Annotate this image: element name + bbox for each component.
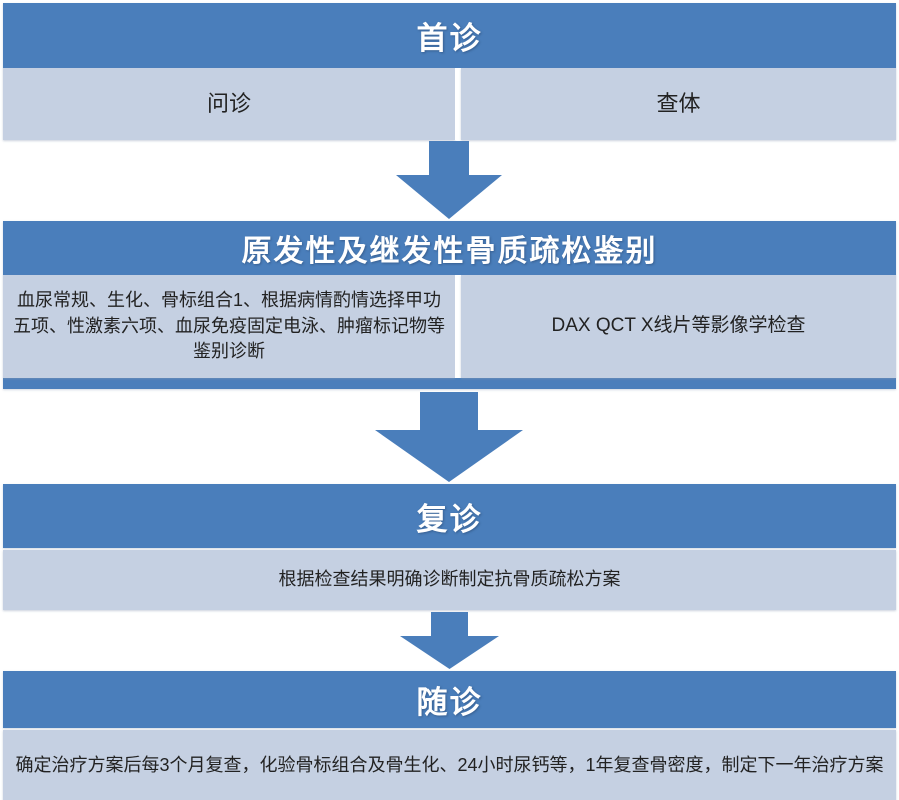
- panel-history-taking: 问诊: [3, 68, 455, 140]
- panel-divider: [455, 68, 461, 140]
- down-arrow-icon: [396, 141, 502, 219]
- panel-lab-tests: 血尿常规、生化、骨标组合1、根据病情酌情选择甲功五项、性激素六项、血尿免疫固定电…: [3, 275, 455, 378]
- panel-divider: [455, 275, 461, 378]
- stage-osteoporosis-differentiation-header: 原发性及继发性骨质疏松鉴别: [3, 221, 896, 275]
- panel-imaging-tests: DAX QCT X线片等影像学检查: [461, 275, 896, 378]
- stage-osteoporosis-differentiation-body: 血尿常规、生化、骨标组合1、根据病情酌情选择甲功五项、性激素六项、血尿免疫固定电…: [3, 275, 896, 378]
- stage-follow-up-visit-header: 复诊: [3, 484, 896, 548]
- stage-first-visit: 首诊 问诊 查体: [3, 3, 896, 140]
- panel-treatment-plan: 根据检查结果明确诊断制定抗骨质疏松方案: [3, 550, 896, 610]
- down-arrow-icon: [375, 392, 523, 482]
- stage-first-visit-body: 问诊 查体: [3, 68, 896, 140]
- stage-first-visit-header: 首诊: [3, 3, 896, 68]
- down-arrow-icon: [400, 612, 499, 669]
- stage-footer-bar: [3, 378, 896, 389]
- panel-monitoring-plan: 确定治疗方案后每3个月复查，化验骨标组合及骨生化、24小时尿钙等，1年复查骨密度…: [3, 730, 896, 800]
- panel-physical-exam: 查体: [461, 68, 896, 140]
- stage-follow-up-visit: 复诊 根据检查结果明确诊断制定抗骨质疏松方案: [3, 484, 896, 610]
- stage-osteoporosis-differentiation: 原发性及继发性骨质疏松鉴别 血尿常规、生化、骨标组合1、根据病情酌情选择甲功五项…: [3, 221, 896, 389]
- stage-follow-up-visit-body: 根据检查结果明确诊断制定抗骨质疏松方案: [3, 550, 896, 610]
- stage-follow-up-monitoring-header: 随诊: [3, 671, 896, 728]
- stage-follow-up-monitoring: 随诊 确定治疗方案后每3个月复查，化验骨标组合及骨生化、24小时尿钙等，1年复查…: [3, 671, 896, 800]
- stage-follow-up-monitoring-body: 确定治疗方案后每3个月复查，化验骨标组合及骨生化、24小时尿钙等，1年复查骨密度…: [3, 730, 896, 800]
